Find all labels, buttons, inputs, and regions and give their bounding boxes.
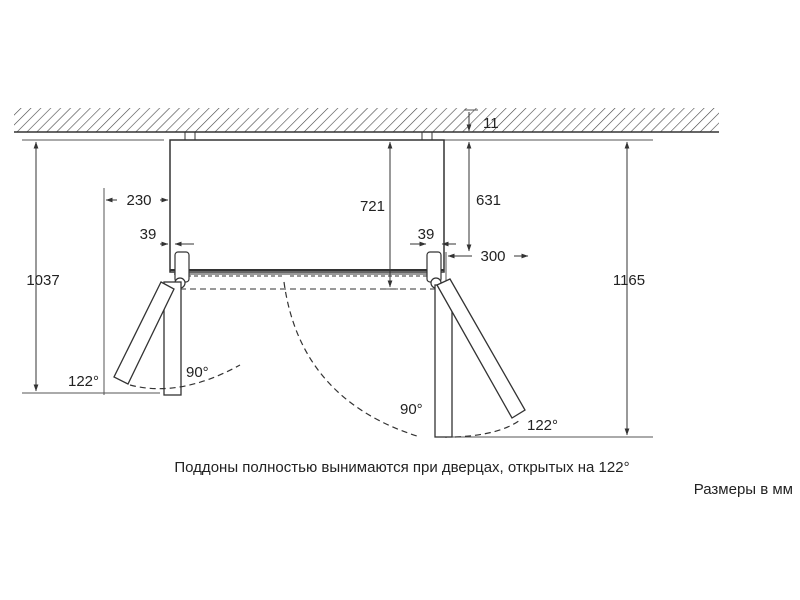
angle-right-right: 90° (400, 401, 423, 418)
dim-right-hinge: 39 (418, 226, 435, 243)
angle-left-right: 90° (186, 364, 209, 381)
dim-left-clearance: 230 (126, 192, 151, 209)
caption: Поддоны полностью вынимаются при дверцах… (174, 459, 629, 476)
refrigerator (169, 131, 445, 290)
dim-gap-top: 11 (483, 115, 499, 132)
dim-right-clearance: 300 (480, 248, 505, 265)
dim-fridge-depth: 721 (360, 198, 385, 215)
units-note: Размеры в мм (694, 481, 793, 498)
dim-left-hinge: 39 (140, 226, 157, 243)
angle-right-open: 122° (527, 417, 558, 434)
left-door-open-122 (113, 281, 175, 385)
dim-right-inner: 631 (476, 192, 501, 209)
dim-right-depth: 1165 (613, 272, 645, 289)
right-hinge (426, 251, 442, 289)
wall (14, 108, 719, 133)
door-swing-arcs (129, 281, 521, 438)
right-door-open-122 (436, 278, 526, 419)
angle-left-open: 122° (68, 373, 99, 390)
dimension-lines (33, 112, 630, 436)
left-door-open-90 (163, 281, 182, 396)
dim-left-depth: 1037 (26, 272, 59, 289)
